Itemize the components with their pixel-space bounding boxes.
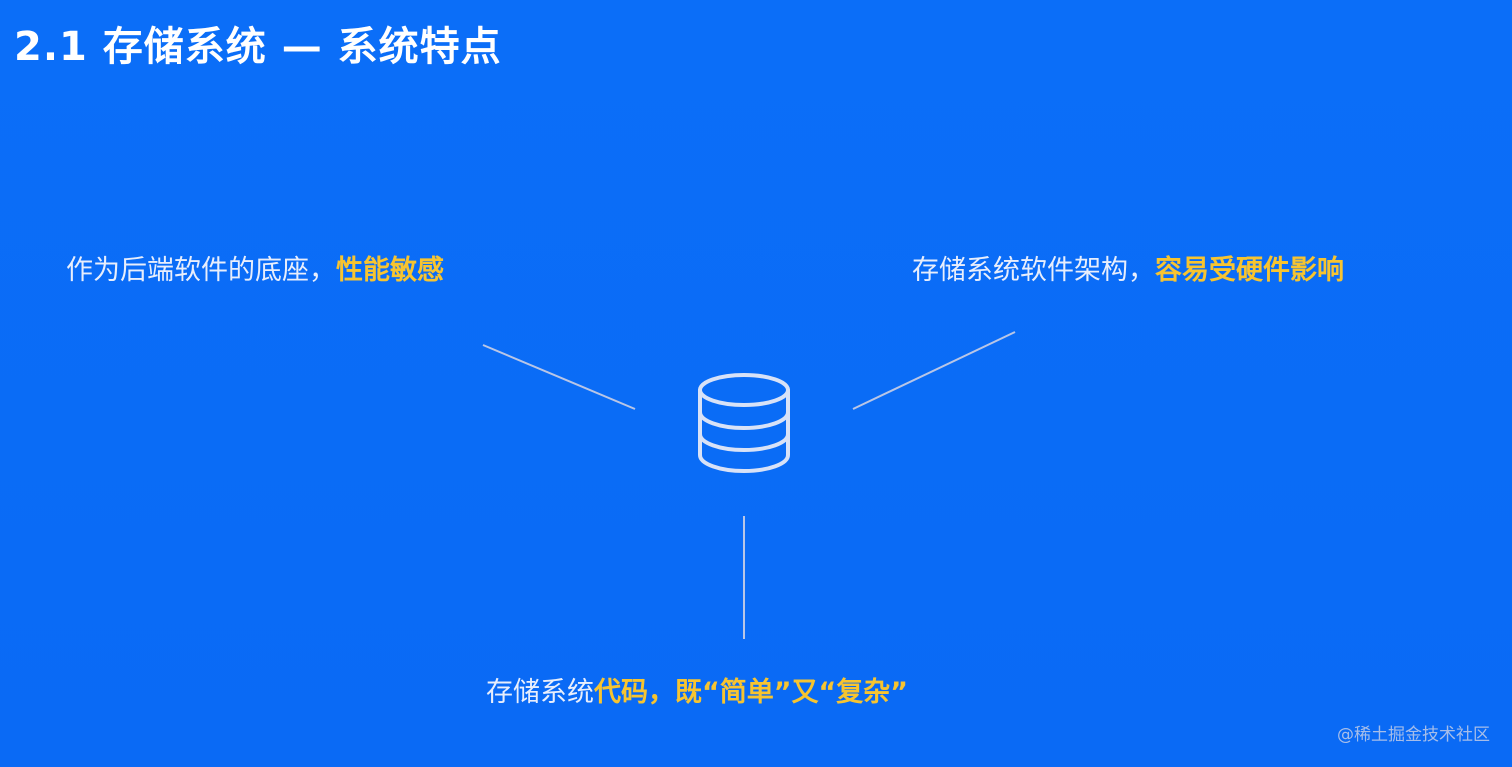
- bottom-caption: 存储系统代码，既“简单”又“复杂”: [486, 670, 908, 709]
- bottom-caption-text: 存储系统: [486, 677, 594, 708]
- connector-right: [852, 331, 1016, 410]
- left-caption-text: 作为后端软件的底座，: [66, 255, 336, 286]
- database-icon: [698, 373, 790, 474]
- bottom-caption-highlight: 代码，既“简单”又“复杂”: [594, 677, 908, 708]
- left-caption: 作为后端软件的底座，性能敏感: [66, 248, 444, 287]
- watermark: @稀土掘金技术社区: [1337, 725, 1490, 745]
- right-caption: 存储系统软件架构，容易受硬件影响: [912, 248, 1344, 287]
- slide-title: 2.1 存储系统 — 系统特点: [14, 24, 502, 70]
- right-caption-text: 存储系统软件架构，: [912, 255, 1155, 286]
- right-caption-highlight: 容易受硬件影响: [1155, 255, 1344, 286]
- left-caption-highlight: 性能敏感: [336, 255, 444, 286]
- connector-left: [482, 344, 636, 410]
